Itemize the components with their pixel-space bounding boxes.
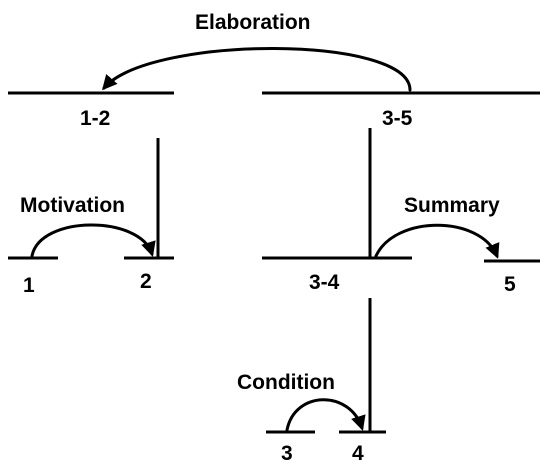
motivation-label: Motivation <box>20 194 125 217</box>
node-label-2: 2 <box>140 270 152 293</box>
node-label-1-2: 1-2 <box>80 107 110 130</box>
motivation-arrow <box>30 223 156 258</box>
node-label-3-5: 3-5 <box>382 107 413 130</box>
elaboration-label: Elaboration <box>195 11 311 34</box>
node-label-5: 5 <box>504 273 516 296</box>
node-label-3-4: 3-4 <box>309 271 340 294</box>
summary-arrow <box>374 223 500 259</box>
condition-arrow <box>285 398 366 432</box>
node-label-1: 1 <box>23 274 35 297</box>
condition-label: Condition <box>237 371 335 394</box>
summary-label: Summary <box>404 194 500 217</box>
node-label-3: 3 <box>281 442 293 465</box>
node-label-4: 4 <box>352 442 364 465</box>
elaboration-arrow <box>102 47 412 92</box>
